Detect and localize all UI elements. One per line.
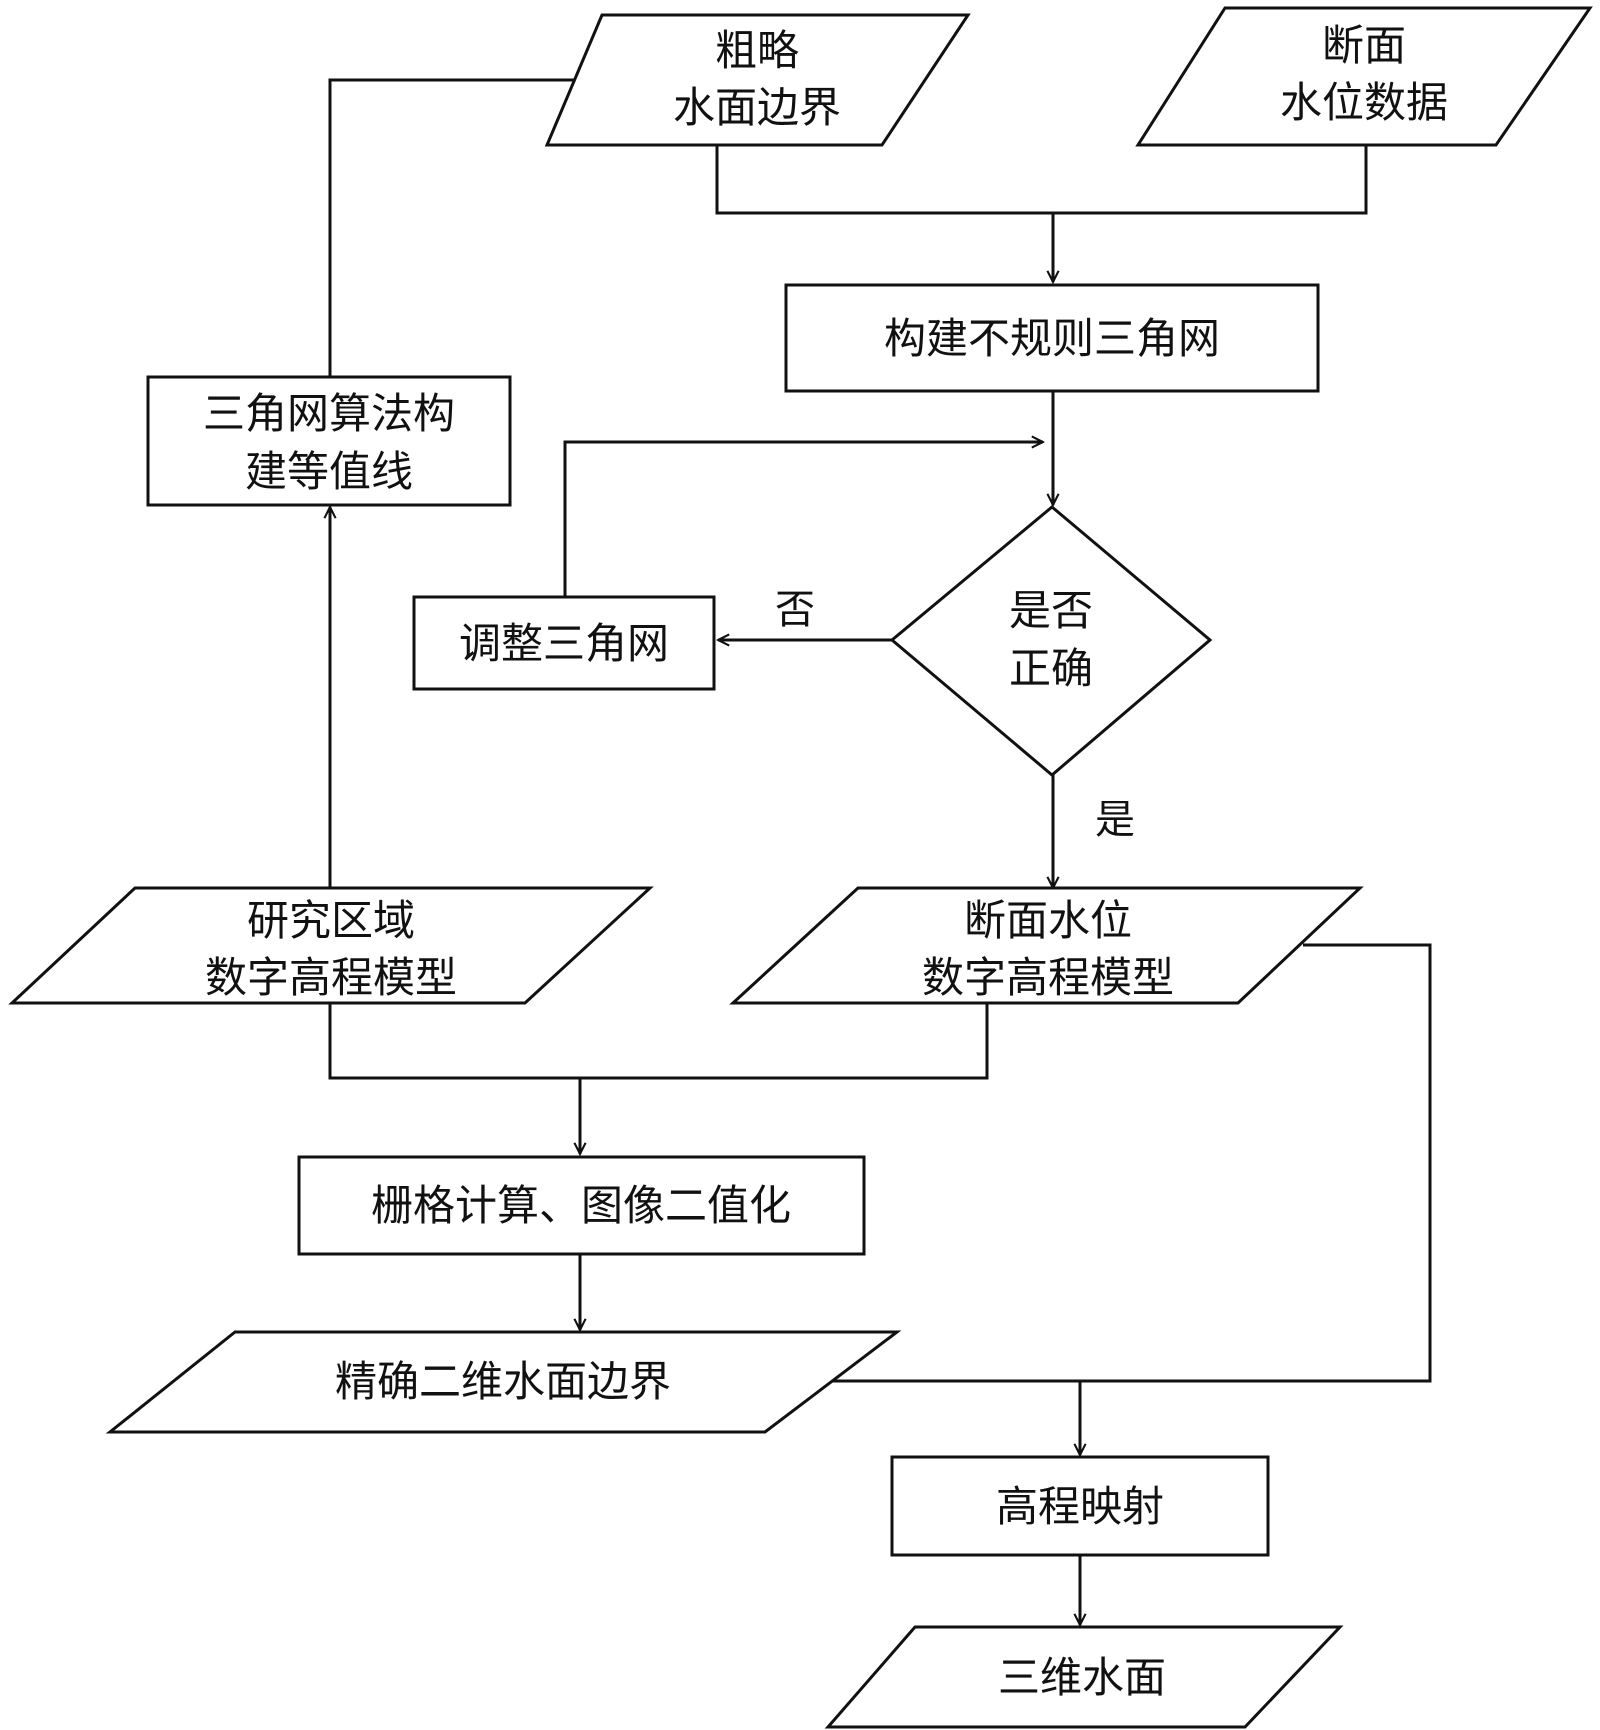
node-section-stage-line2: 水位数据 bbox=[1280, 78, 1448, 127]
node-rough-boundary: 粗略 水面边界 bbox=[544, 13, 971, 147]
node-is-correct-line2: 正确 bbox=[1009, 644, 1093, 693]
edge-label-no: 否 bbox=[775, 587, 815, 633]
node-tin-contour-line2: 建等值线 bbox=[245, 447, 413, 496]
node-is-correct: 是否 正确 bbox=[889, 505, 1213, 777]
node-stage-dem-line1: 断面水位 bbox=[964, 896, 1132, 945]
node-is-correct-line1: 是否 bbox=[1009, 586, 1093, 635]
node-raster-calc-label: 栅格计算、图像二值化 bbox=[371, 1181, 791, 1230]
node-adjust-tin: 调整三角网 bbox=[412, 595, 716, 691]
node-precise-boundary-label: 精确二维水面边界 bbox=[335, 1357, 671, 1406]
node-tin-contour-line1: 三角网算法构 bbox=[203, 389, 455, 438]
node-stage-dem: 断面水位 数字高程模型 bbox=[729, 886, 1364, 1005]
edge-dem-merge bbox=[328, 1003, 989, 1080]
node-section-stage: 断面 水位数据 bbox=[1135, 6, 1593, 147]
node-stage-dem-line2: 数字高程模型 bbox=[922, 953, 1174, 1002]
node-adjust-tin-label: 调整三角网 bbox=[459, 619, 669, 668]
edge-adjust-loop bbox=[563, 442, 1043, 597]
node-study-dem: 研究区域 数字高程模型 bbox=[8, 886, 654, 1005]
edge-label-yes: 是 bbox=[1095, 797, 1135, 843]
edge-inputs-merge bbox=[715, 145, 1368, 215]
node-section-stage-line1: 断面 bbox=[1322, 21, 1406, 70]
edge-stage-dem-to-mapping bbox=[817, 943, 1432, 1383]
node-tin-contour: 三角网算法构 建等值线 bbox=[146, 375, 512, 507]
node-rough-boundary-line1: 粗略 bbox=[715, 26, 799, 75]
connectors bbox=[328, 80, 1432, 1625]
node-rough-boundary-line2: 水面边界 bbox=[673, 83, 841, 132]
node-build-tin-label: 构建不规则三角网 bbox=[884, 314, 1220, 363]
node-elevation-mapping-label: 高程映射 bbox=[996, 1482, 1164, 1531]
edge-contour-to-rough-boundary bbox=[328, 80, 587, 377]
node-3d-water-label: 三维水面 bbox=[998, 1653, 1166, 1702]
node-study-dem-line2: 数字高程模型 bbox=[205, 953, 457, 1002]
node-precise-boundary: 精确二维水面边界 bbox=[105, 1330, 902, 1434]
node-elevation-mapping: 高程映射 bbox=[890, 1455, 1270, 1557]
node-3d-water: 三维水面 bbox=[824, 1625, 1344, 1729]
node-study-dem-line1: 研究区域 bbox=[247, 896, 415, 945]
node-build-tin: 构建不规则三角网 bbox=[784, 283, 1320, 393]
node-raster-calc: 栅格计算、图像二值化 bbox=[297, 1155, 866, 1256]
